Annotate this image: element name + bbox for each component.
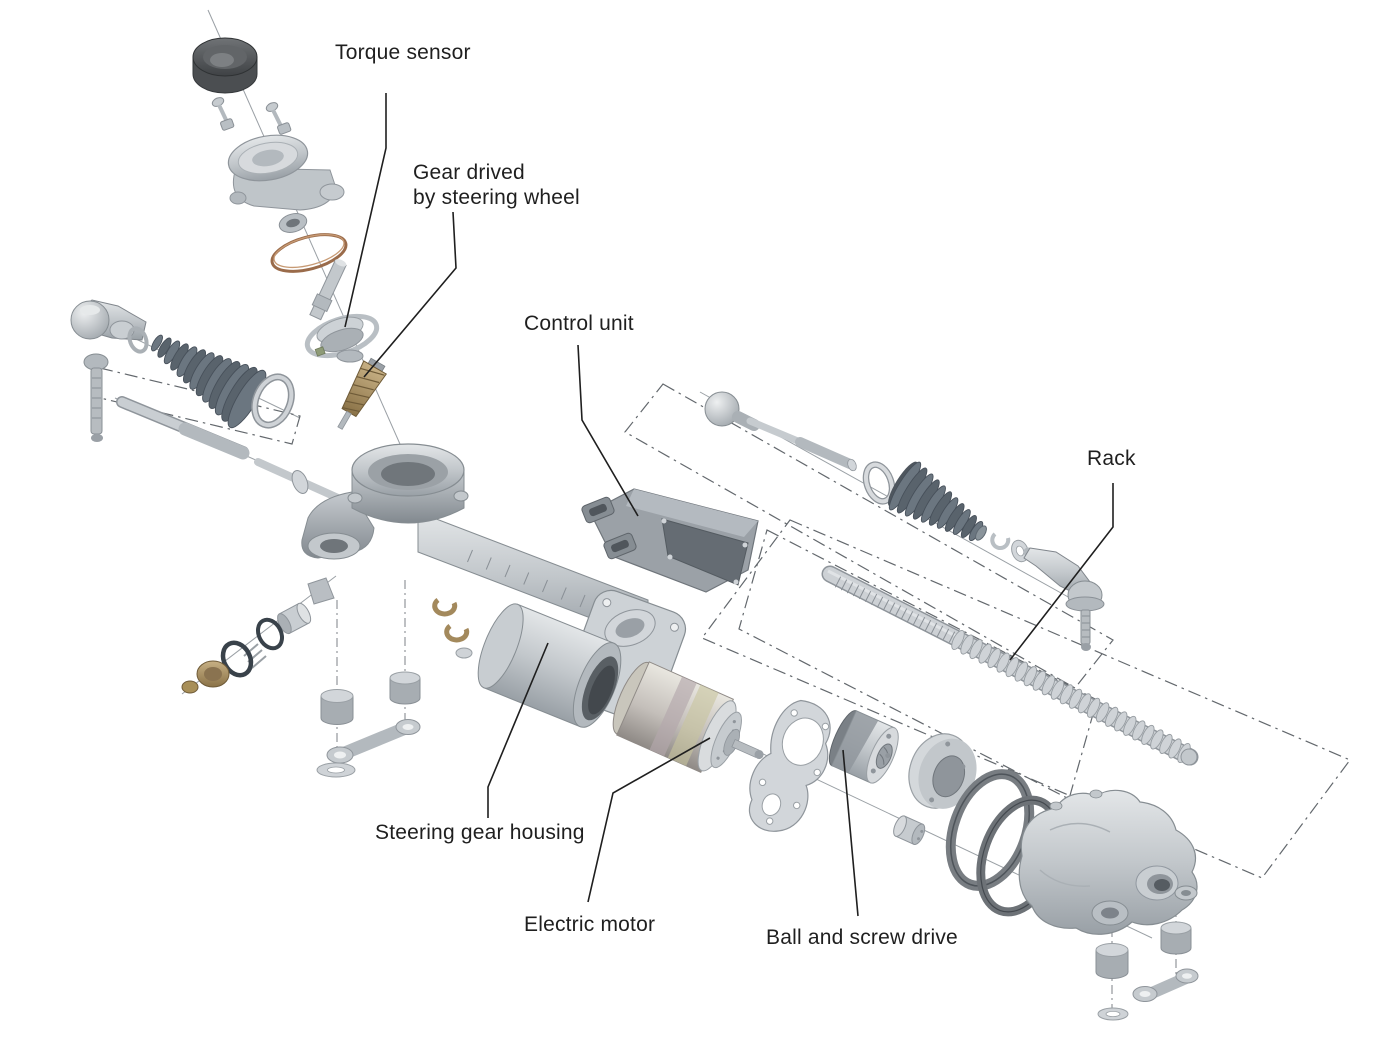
left-tie-rod-end [70, 299, 149, 442]
label-ball-screw-drive: Ball and screw drive [766, 926, 958, 949]
right-bellows-boot [887, 461, 987, 542]
right-tie-rod-end [1023, 547, 1105, 651]
leader-rack [1009, 483, 1114, 661]
leader-control-unit [577, 344, 639, 517]
plug [181, 680, 199, 694]
rack-clamps [432, 597, 473, 659]
label-control-unit: Control unit [524, 312, 634, 335]
leader-torque-sensor [344, 93, 387, 328]
steering-pinion-shaft [309, 259, 347, 321]
boot-collar-ring [252, 374, 294, 428]
leader-steering-gear-housing [487, 642, 549, 818]
spacer-cylinder [893, 815, 926, 846]
mounting-bushings-right [1095, 921, 1199, 1021]
leader-electric-motor [587, 737, 711, 903]
copper-o-ring [270, 233, 348, 273]
label-rack: Rack [1087, 447, 1136, 470]
pulley-ring [908, 733, 977, 809]
o-ring [220, 640, 254, 678]
clamp-ring [127, 326, 149, 354]
electric-motor-part [612, 661, 764, 774]
boot-clamp-ring [862, 461, 896, 505]
housing-motor-drum [477, 603, 622, 728]
label-gear-driven-line1: Gear drived [413, 161, 525, 184]
mounting-bolts [211, 97, 292, 135]
dust-cap [192, 37, 258, 94]
sensor-cover [227, 134, 345, 233]
mounting-bushings-left [316, 671, 421, 778]
right-inner-tie-rod [704, 391, 857, 472]
label-gear-driven-line2: by steering wheel [413, 186, 580, 209]
control-unit-part [581, 488, 759, 593]
leader-ball-screw-drive [842, 749, 859, 917]
o-ring [256, 617, 284, 651]
rack-guide-parts [181, 577, 335, 694]
left-inner-tie-rod [116, 396, 342, 502]
motor-mount-plate [749, 699, 831, 832]
label-torque-sensor: Torque sensor [335, 41, 471, 64]
end-housing [1018, 789, 1198, 935]
pinion-gear [337, 357, 387, 430]
label-electric-motor: Electric motor [524, 913, 656, 936]
leader-lines [344, 93, 1114, 917]
column-stack [192, 37, 387, 430]
left-bellows-boot [151, 334, 295, 429]
torque-sensor-rings [304, 313, 380, 363]
label-steering-gear-housing: Steering gear housing [375, 821, 585, 844]
right-boot-clamp [990, 532, 1029, 563]
rack-bar [821, 565, 1199, 766]
leader-gear-driven [363, 211, 457, 378]
